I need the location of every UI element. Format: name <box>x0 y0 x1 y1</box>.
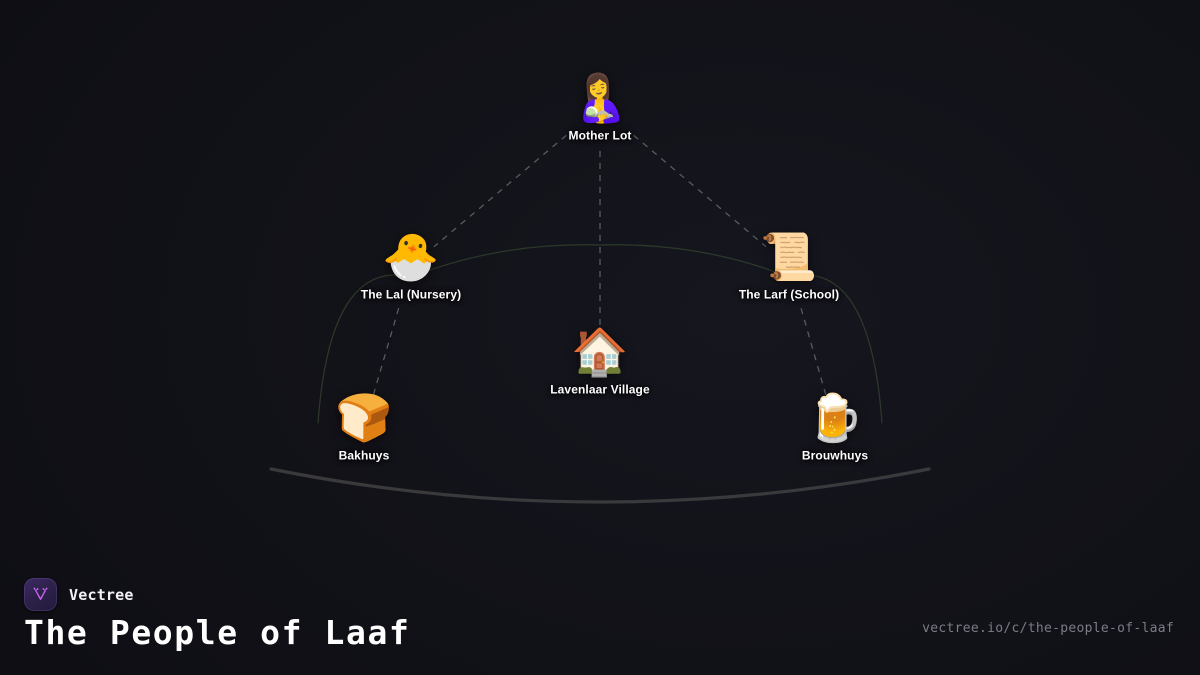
brand-name: Vectree <box>69 585 134 604</box>
scroll-emoji: 📜 <box>760 229 818 284</box>
graph-node-mother-lot[interactable]: 🤱 Mother Lot <box>500 72 700 143</box>
hatching-chick-emoji: 🐣 <box>382 229 440 284</box>
footer-url: vectree.io/c/the-people-of-laaf <box>922 621 1174 636</box>
page-title: The People of Laaf <box>24 613 411 652</box>
graph-edge <box>371 308 400 399</box>
vectree-v-logo-icon <box>24 578 57 611</box>
graph-edge <box>433 134 567 248</box>
graph-node-label: The Lal (Nursery) <box>360 287 462 302</box>
graph-node-label: Mother Lot <box>568 128 632 143</box>
graph-edge <box>800 308 828 399</box>
graph-node-the-lal-nursery[interactable]: 🐣 The Lal (Nursery) <box>311 231 511 302</box>
graph-node-label: Lavenlaar Village <box>550 382 650 397</box>
brand-row: Vectree <box>24 578 134 611</box>
graph-node-label: The Larf (School) <box>738 287 840 302</box>
graph-arc <box>269 467 931 504</box>
graph-node-lavenlaar-village[interactable]: 🏠 Lavenlaar Village <box>500 326 700 397</box>
graph-canvas: 🤱 Mother Lot 🐣 The Lal (Nursery) 📜 The Larf (… <box>264 72 935 504</box>
breast-feeding-woman-emoji: 🤱 <box>571 70 629 125</box>
graph-node-brouwhuys[interactable]: 🍺 Brouwhuys <box>735 392 935 463</box>
logo-glyph <box>33 587 48 600</box>
beer-mug-emoji: 🍺 <box>806 390 864 445</box>
graph-node-label: Brouwhuys <box>801 448 869 463</box>
graph-node-the-larf-school[interactable]: 📜 The Larf (School) <box>689 231 889 302</box>
graph-edges-layer <box>269 134 931 504</box>
page-footer: Vectree The People of Laaf vectree.io/c/… <box>0 560 1200 675</box>
bread-emoji: 🍞 <box>335 390 393 445</box>
graph-node-label: Bakhuys <box>338 448 390 463</box>
graph-node-bakhuys[interactable]: 🍞 Bakhuys <box>264 392 464 463</box>
graph-arc <box>317 244 883 424</box>
house-emoji: 🏠 <box>571 324 629 379</box>
graph-edge <box>633 134 767 248</box>
